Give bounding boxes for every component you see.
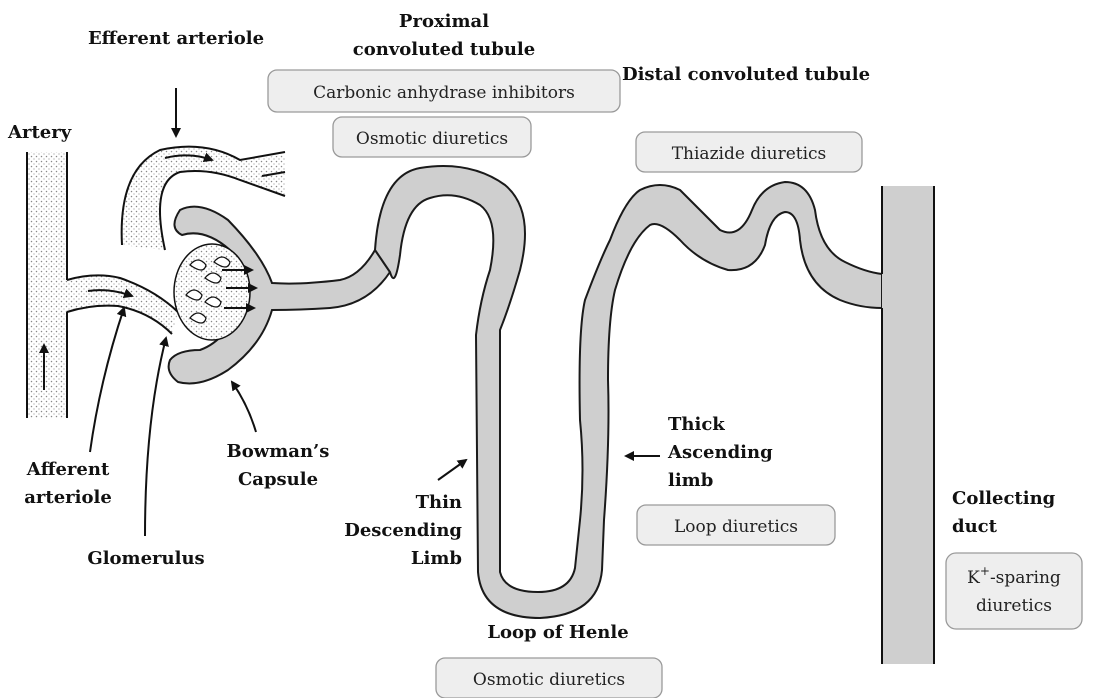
label-thick-line3: limb — [668, 470, 713, 491]
label-collecting-line1: Collecting — [952, 488, 1056, 509]
label-artery: Artery — [7, 122, 72, 143]
label-proximal-line2: convoluted tubule — [353, 39, 535, 60]
label-bowmans-line1: Bowman’s — [227, 441, 330, 462]
drug-box-label: Loop diuretics — [674, 517, 798, 537]
label-efferent-arteriole: Efferent arteriole — [88, 28, 264, 49]
label-thin-line3: Limb — [411, 548, 462, 569]
drug-box-osmotic-loop: Osmotic diuretics — [436, 658, 662, 698]
label-afferent-line2: arteriole — [24, 487, 112, 508]
drug-box-label: Osmotic diuretics — [473, 670, 625, 690]
label-afferent-line1: Afferent — [26, 459, 110, 480]
label-thick-line2: Ascending — [667, 442, 773, 463]
drug-box-label-line2: diuretics — [976, 596, 1052, 616]
label-thin-line2: Descending — [344, 520, 462, 541]
artery-vessel — [27, 152, 67, 418]
drug-box-osmotic-proximal: Osmotic diuretics — [333, 117, 531, 157]
drug-box-loop: Loop diuretics — [637, 505, 835, 545]
label-collecting-line2: duct — [952, 516, 998, 537]
drug-box-label: Osmotic diuretics — [356, 129, 508, 149]
drug-box-label: Thiazide diuretics — [672, 144, 827, 164]
drug-box-k-sparing: K+-sparing diuretics — [946, 553, 1082, 629]
collecting-duct — [882, 186, 934, 664]
label-proximal-line1: Proximal — [399, 11, 489, 32]
drug-box-carbonic-anhydrase: Carbonic anhydrase inhibitors — [268, 70, 620, 112]
label-glomerulus: Glomerulus — [87, 548, 204, 569]
label-distal-convoluted-tubule: Distal convoluted tubule — [622, 64, 870, 85]
label-loop-of-henle: Loop of Henle — [487, 622, 628, 643]
label-thin-line1: Thin — [416, 492, 462, 513]
drug-box-label: Carbonic anhydrase inhibitors — [313, 83, 575, 103]
label-thick-line1: Thick — [668, 414, 725, 435]
afferent-arteriole-vessel — [67, 275, 178, 334]
drug-box-thiazide: Thiazide diuretics — [636, 132, 862, 172]
label-bowmans-line2: Capsule — [238, 469, 318, 490]
